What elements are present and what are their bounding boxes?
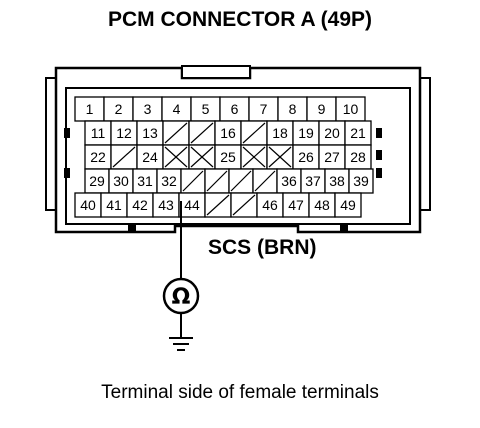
terminal-cell (156, 168, 182, 194)
terminal-number: 2 (115, 101, 123, 117)
terminal-number: 8 (289, 101, 297, 117)
bottom-tab-left (128, 224, 136, 232)
terminal-number: 43 (158, 197, 174, 213)
unused-terminal-mark (232, 194, 256, 216)
terminal-number: 16 (220, 125, 236, 141)
terminal-number: 25 (220, 149, 236, 165)
ground-icon (169, 337, 193, 351)
terminal-number: 9 (318, 101, 326, 117)
right-latch (420, 77, 431, 211)
unused-terminal-mark (254, 170, 276, 192)
right-tab-mid (376, 150, 382, 160)
terminal-number: 49 (340, 197, 356, 213)
terminal-number: 31 (137, 173, 153, 189)
unused-terminal-mark (268, 146, 292, 168)
terminal-cell (348, 168, 374, 194)
terminal-number: 26 (298, 149, 314, 165)
left-latch (45, 77, 56, 211)
terminal-number: 41 (106, 197, 122, 213)
terminal-number: 36 (281, 173, 297, 189)
terminal-number: 21 (350, 125, 366, 141)
terminal-number: 19 (298, 125, 314, 141)
terminal-cell (126, 192, 154, 218)
terminal-number: 20 (324, 125, 340, 141)
terminal-number: 32 (161, 173, 177, 189)
unused-terminal-mark (112, 146, 136, 168)
terminal-cell (110, 120, 138, 146)
unused-terminal-mark (182, 170, 204, 192)
unused-terminal-mark (206, 194, 230, 216)
right-tab-bottom (376, 168, 382, 178)
terminal-number: 22 (90, 149, 106, 165)
terminal-number: 30 (113, 173, 129, 189)
terminal-cell (308, 192, 336, 218)
unused-terminal-mark (230, 170, 252, 192)
terminal-number: 5 (202, 101, 210, 117)
terminal-cell (100, 192, 128, 218)
terminal-number: 11 (91, 125, 106, 141)
left-tab-bottom (64, 168, 70, 178)
terminal-number: 47 (288, 197, 304, 213)
terminal-number: 13 (142, 125, 158, 141)
terminal-cell (334, 192, 362, 218)
ohmmeter-icon: Ω (162, 277, 200, 315)
terminal-number: 3 (144, 101, 152, 117)
terminal-number: 7 (260, 101, 268, 117)
terminal-number: 44 (184, 197, 200, 213)
terminal-number: 42 (132, 197, 148, 213)
terminal-number: 29 (89, 173, 105, 189)
terminal-number: 38 (329, 173, 345, 189)
terminal-number: 4 (173, 101, 181, 117)
terminal-number: 46 (262, 197, 278, 213)
terminal-number: 1 (86, 101, 94, 117)
bottom-tab-right (340, 224, 348, 232)
terminal-number: 12 (116, 125, 132, 141)
svg-text:Ω: Ω (172, 285, 191, 310)
right-tab-top (376, 128, 382, 138)
terminal-number: 48 (314, 197, 330, 213)
terminal-cell (335, 96, 366, 122)
terminal-number: 39 (353, 173, 369, 189)
terminal-number: 40 (80, 197, 96, 213)
unused-terminal-mark (242, 122, 266, 144)
terminal-number: 37 (305, 173, 321, 189)
unused-terminal-mark (242, 146, 266, 168)
terminal-cell (256, 192, 284, 218)
unused-terminal-mark (164, 122, 188, 144)
terminal-cell (178, 192, 206, 218)
terminal-number: 18 (272, 125, 288, 141)
terminal-number: 6 (231, 101, 239, 117)
connector-title: PCM CONNECTOR A (49P) (107, 8, 373, 31)
unused-terminal-mark (164, 146, 188, 168)
terminal-cell (300, 168, 326, 194)
terminal-cell (132, 96, 163, 122)
terminal-number: 10 (343, 101, 359, 117)
terminal-number: 27 (324, 149, 340, 165)
unused-terminal-mark (206, 170, 228, 192)
connector-face (65, 87, 411, 225)
wire-label: SCS (BRN) (208, 236, 317, 259)
terminal-number: 28 (350, 149, 366, 165)
terminal-cell (74, 96, 105, 122)
terminal-cell (219, 96, 250, 122)
unused-terminal-mark (190, 146, 214, 168)
unused-terminal-mark (190, 122, 214, 144)
terminal-number: 24 (142, 149, 158, 165)
terminal-cell (282, 192, 310, 218)
view-caption: Terminal side of female terminals (101, 382, 379, 403)
terminal-cell (292, 120, 320, 146)
top-key (181, 65, 251, 79)
terminal-cell (84, 120, 112, 146)
left-tab-top (64, 128, 70, 138)
